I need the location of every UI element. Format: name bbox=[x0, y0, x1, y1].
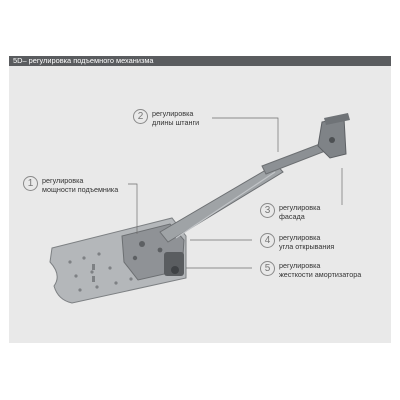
callout-number: 4 bbox=[260, 233, 275, 248]
callout-label-line2: угла открывания bbox=[279, 242, 335, 251]
callout-label-line1: регулировка bbox=[152, 109, 194, 118]
fitting-plate bbox=[324, 113, 350, 125]
callout-1: 1 регулировка мощности подъемника bbox=[23, 176, 118, 194]
callout-5: 5 регулировка жесткости амортизатора bbox=[260, 261, 361, 279]
plate-holes bbox=[68, 252, 133, 292]
leader-lines bbox=[128, 117, 343, 269]
main-arm bbox=[159, 163, 284, 243]
power-adjust-screw bbox=[139, 241, 145, 247]
callout-label: регулировка угла открывания bbox=[279, 233, 334, 251]
header-title: 5D– регулировка подъемного механизма bbox=[13, 56, 154, 65]
callout-label: регулировка мощности подъемника bbox=[42, 176, 118, 194]
callout-number: 1 bbox=[23, 176, 38, 191]
callout-label-line2: мощности подъемника bbox=[42, 185, 119, 194]
callout-2: 2 регулировка длины штанги bbox=[133, 109, 199, 127]
callout-label-line2: жесткости амортизатора bbox=[279, 270, 362, 279]
callout-number: 5 bbox=[260, 261, 275, 276]
fitting-screw bbox=[329, 137, 335, 143]
callout-label: регулировка жесткости амортизатора bbox=[279, 261, 361, 279]
damper-adjust-screw bbox=[171, 266, 179, 274]
callout-number: 2 bbox=[133, 109, 148, 124]
callout-label-line1: регулировка bbox=[279, 261, 321, 270]
callout-label: регулировка фасада bbox=[279, 203, 320, 221]
callout-label-line2: фасада bbox=[279, 212, 305, 221]
callout-label-line2: длины штанги bbox=[152, 118, 200, 127]
callout-number: 3 bbox=[260, 203, 275, 218]
arm-highlight bbox=[175, 171, 276, 239]
callout-3: 3 регулировка фасада bbox=[260, 203, 320, 221]
callout-label: регулировка длины штанги bbox=[152, 109, 199, 127]
housing-rivet bbox=[132, 255, 138, 261]
callout-label-line1: регулировка bbox=[279, 233, 321, 242]
callout-label-line1: регулировка bbox=[279, 203, 321, 212]
housing-rivet bbox=[157, 247, 163, 253]
header-bar bbox=[9, 56, 391, 66]
callout-label-line1: регулировка bbox=[42, 176, 84, 185]
callout-4: 4 регулировка угла открывания bbox=[260, 233, 334, 251]
